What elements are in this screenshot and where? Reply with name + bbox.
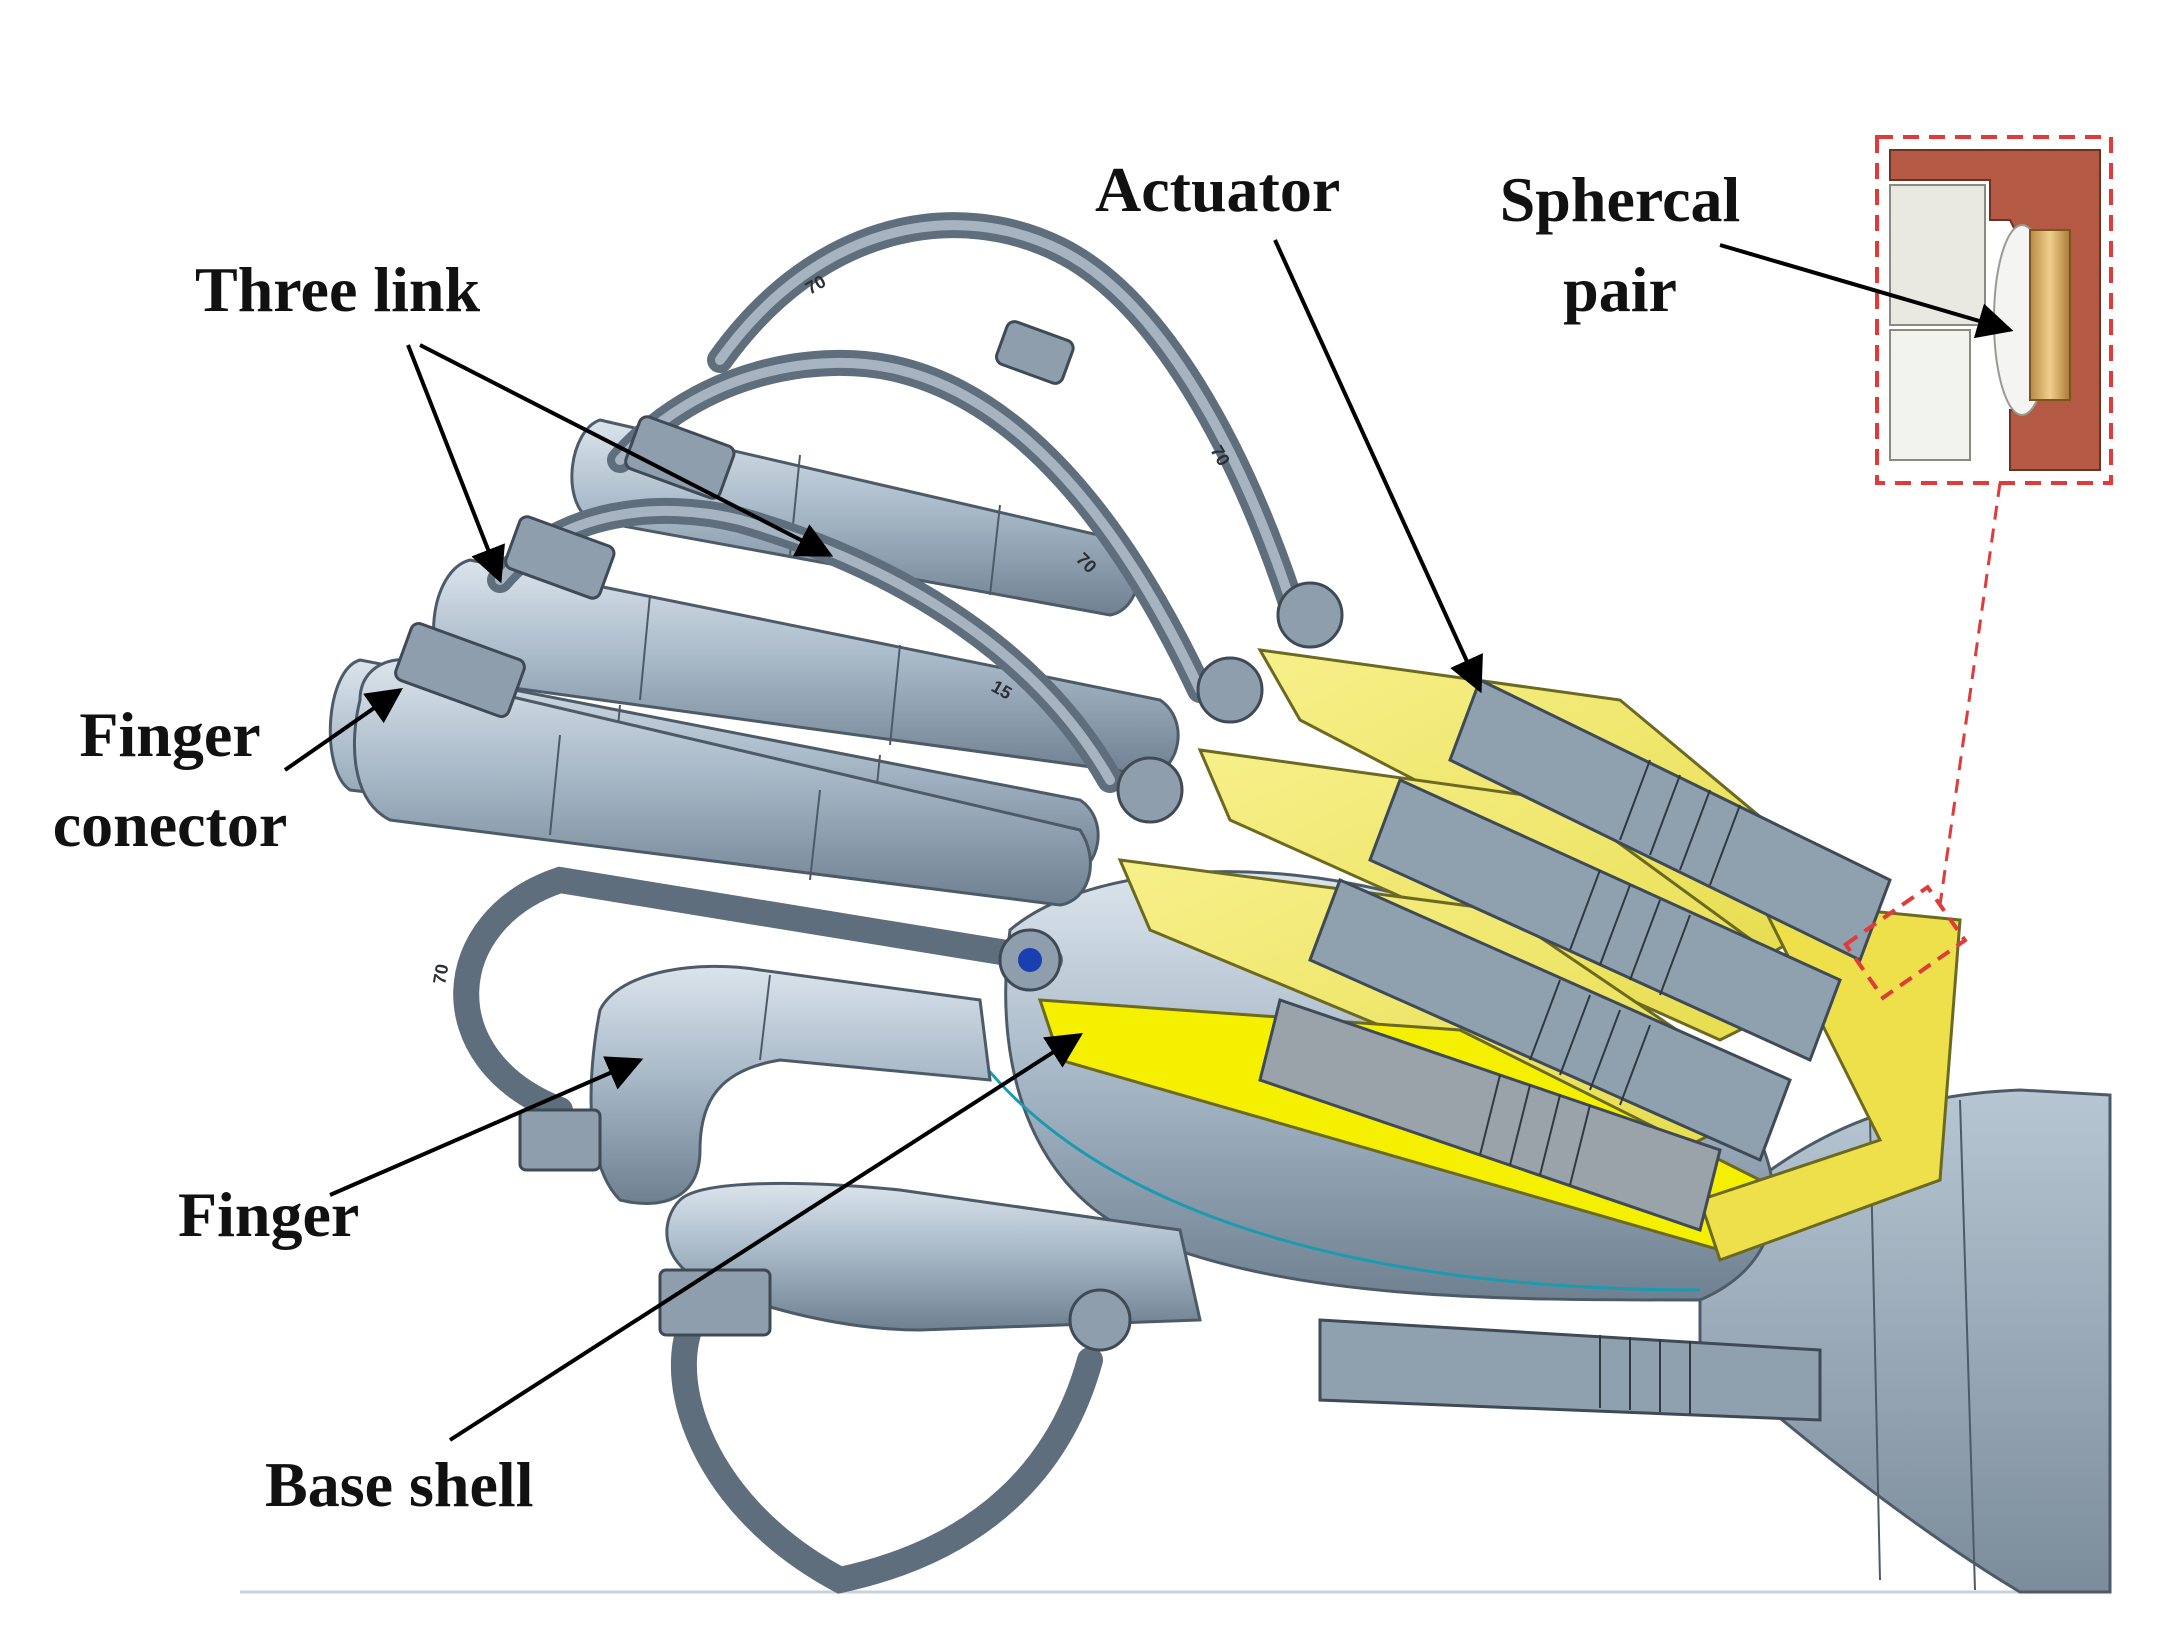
joint-3 <box>1116 756 1184 824</box>
scale-mark-7: 70 <box>429 962 452 985</box>
end-plate <box>1698 898 1962 1262</box>
spherical-pair-inset <box>1842 135 2113 1001</box>
connectors <box>394 320 1344 1352</box>
actuator-ribs <box>1479 759 1741 1414</box>
actuator-2 <box>1368 777 1842 1063</box>
inset-block-lower <box>1889 329 1971 461</box>
inset-block-upper <box>1889 184 1986 326</box>
joint-2 <box>1196 656 1264 724</box>
inset-frame <box>1875 135 2113 485</box>
arrow-icon <box>448 1033 1084 1442</box>
finger-connector-2 <box>504 515 616 600</box>
label-spherical-pair-line2: pair <box>1563 254 1677 325</box>
arc-link-thumb <box>670 1297 1103 1594</box>
inset-gold-ring <box>2029 229 2071 401</box>
finger-little <box>352 658 1092 907</box>
arrow-icon <box>283 687 403 772</box>
finger-connector-curled <box>518 1108 602 1172</box>
inset-source-box <box>1842 884 1968 1001</box>
arc-highlights <box>495 220 1295 785</box>
label-actuator: Actuator <box>1095 154 1341 225</box>
finger-connector-4 <box>994 320 1075 385</box>
thumb <box>665 1181 1202 1332</box>
finger-connector-3 <box>624 415 736 500</box>
label-finger: Finger <box>178 1179 360 1250</box>
arrow-icon <box>406 344 505 584</box>
label-spherical-pair-line1: Sphercal <box>1499 164 1741 235</box>
actuator-1 <box>1448 677 1892 963</box>
actuator-3 <box>1308 877 1792 1163</box>
finger-curled <box>589 964 992 1205</box>
fingers-group <box>328 418 1202 1332</box>
joint-1 <box>1276 581 1344 649</box>
annotation-arrows <box>283 239 2014 1442</box>
arrow-icon <box>1273 239 1483 694</box>
inset-leader-line <box>1938 482 2002 906</box>
finger-connector-thumb <box>658 1268 772 1337</box>
arrow-icon <box>419 343 834 557</box>
blue-pin <box>1018 948 1042 972</box>
label-three-link: Three link <box>195 254 481 325</box>
label-base-shell: Base shell <box>265 1449 534 1520</box>
label-finger-connector-line2: conector <box>52 789 288 860</box>
arrow-icon <box>329 1056 644 1197</box>
arrow-icon <box>1719 243 2014 339</box>
actuator-thumb <box>1318 1318 1822 1422</box>
finger-connector-1 <box>394 622 526 718</box>
joint-5 <box>1068 1288 1132 1352</box>
arc-link-4 <box>453 866 1063 1123</box>
label-finger-connector-line1: Finger <box>79 699 261 770</box>
